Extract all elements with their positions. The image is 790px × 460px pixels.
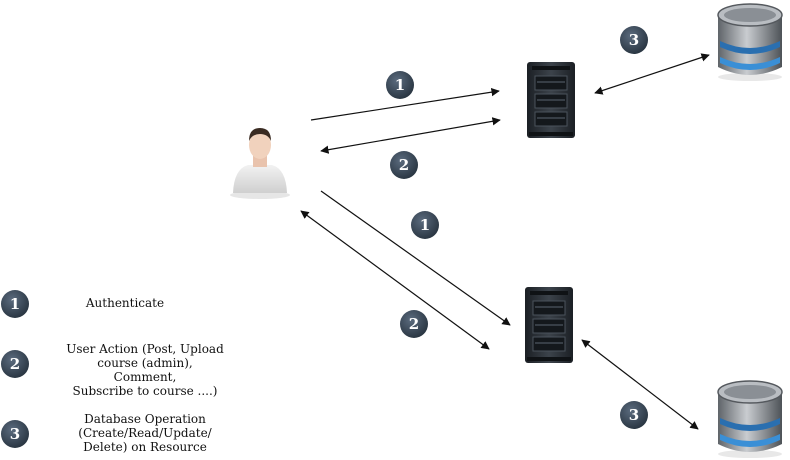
server-icon	[527, 62, 575, 138]
svg-text:3: 3	[629, 31, 639, 49]
svg-text:2: 2	[399, 156, 409, 174]
badge-bottom-db: 3	[620, 401, 648, 429]
legend-line: (Create/Read/Update/	[78, 426, 212, 440]
arrow-user-to-bottom-server	[320, 190, 511, 326]
arrow-user-bottom-server-bidirectional	[300, 210, 490, 350]
svg-text:1: 1	[420, 216, 430, 234]
legend-text-user-action: User Action (Post, Upload course (admin)…	[65, 342, 225, 398]
svg-text:2: 2	[409, 315, 419, 333]
legend-badge-3: 3	[1, 420, 29, 448]
svg-text:1: 1	[10, 295, 20, 313]
badge-bottom-response: 2	[400, 310, 428, 338]
arrow-user-to-top-server	[310, 88, 500, 121]
database-icon	[717, 380, 783, 458]
svg-text:3: 3	[629, 406, 639, 424]
database-icon	[717, 3, 783, 81]
badge-bottom-request: 1	[411, 211, 439, 239]
svg-text:1: 1	[395, 76, 405, 94]
legend-badge-1: 1	[1, 290, 29, 318]
legend-badge-2: 2	[1, 350, 29, 378]
svg-text:3: 3	[10, 425, 20, 443]
legend-text-database-operation: Database Operation (Create/Read/Update/ …	[70, 412, 220, 454]
legend-line: Authenticate	[85, 296, 165, 310]
badge-top-request: 1	[386, 71, 414, 99]
legend-line: Database Operation	[84, 412, 206, 426]
server-icon	[525, 287, 573, 363]
svg-text:2: 2	[10, 355, 20, 373]
arrow-bottom-server-to-bottom-db	[581, 339, 699, 430]
legend-line: course (admin), Comment,	[97, 356, 193, 384]
legend-line: Delete) on Resource	[83, 440, 207, 454]
arrow-user-top-server-bidirectional	[320, 117, 501, 154]
badge-top-db: 3	[620, 26, 648, 54]
legend-line: Subscribe to course ....)	[72, 384, 218, 398]
legend-line: User Action (Post, Upload	[66, 342, 224, 356]
badge-top-response: 2	[390, 151, 418, 179]
legend-text-authenticate: Authenticate	[55, 296, 195, 310]
arrow-top-server-to-top-db	[594, 53, 710, 95]
user-icon	[230, 128, 290, 199]
